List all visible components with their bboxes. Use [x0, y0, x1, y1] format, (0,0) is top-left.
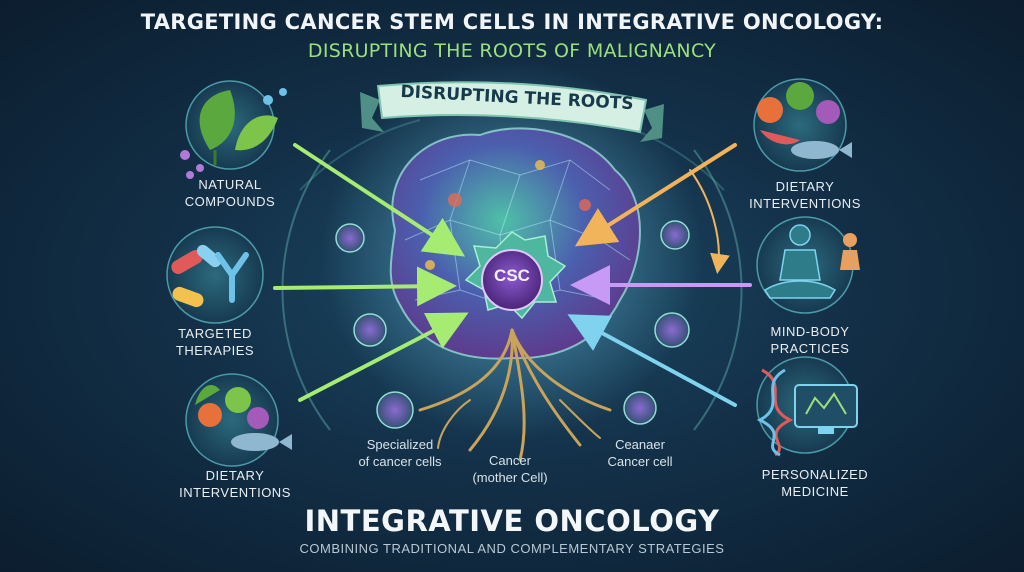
label-dietary-interventions-left: DIETARY INTERVENTIONS	[179, 468, 291, 500]
label-targeted-therapies: TARGETED THERAPIES	[175, 326, 255, 358]
csc-cell-icon	[464, 231, 567, 320]
label-specialized-cells: Specialized of cancer cells	[358, 437, 442, 469]
arrow-natural-compounds	[293, 143, 466, 257]
label-mother-cell: Cancer (mother Cell)	[472, 453, 548, 485]
label-mind-body-practices: MIND-BODY PRACTICES	[770, 324, 850, 356]
therapy-arrows	[273, 143, 752, 407]
tumor-roots-icon	[418, 328, 612, 462]
footer-subtitle: COMBINING TRADITIONAL AND COMPLEMENTARY …	[299, 541, 725, 556]
arrow-dietary-left	[298, 312, 469, 402]
pill-antibody-icon	[171, 244, 249, 308]
page-subtitle: DISRUPTING THE ROOTS OF MALIGNANCY	[307, 40, 717, 62]
label-dietary-interventions-right: DIETARY INTERVENTIONS	[749, 179, 861, 211]
label-natural-compounds: NATURAL COMPOUNDS	[184, 177, 276, 209]
page-title: TARGETING CANCER STEM CELLS IN INTEGRATI…	[140, 10, 884, 34]
leaf-molecule-icon	[180, 88, 287, 179]
arrow-personalized	[567, 314, 737, 407]
meditation-icon	[763, 224, 860, 299]
label-personalized-medicine: PERSONALIZED MEDICINE	[761, 467, 869, 499]
footer-title: INTEGRATIVE ONCOLOGY	[304, 504, 720, 538]
cancer-cell-icons	[335, 220, 690, 429]
arrow-dietary-right	[574, 143, 737, 247]
dna-monitor-icon	[756, 368, 858, 457]
arrow-targeted-therapies	[273, 266, 457, 307]
vegetables-fish-icon-right	[757, 82, 852, 159]
vegetables-fish-icon-left	[195, 385, 292, 451]
label-cancer-cell: Ceanaer Cancer cell	[607, 437, 673, 469]
csc-label: CSC	[494, 266, 530, 285]
banner-ribbon	[360, 81, 664, 142]
